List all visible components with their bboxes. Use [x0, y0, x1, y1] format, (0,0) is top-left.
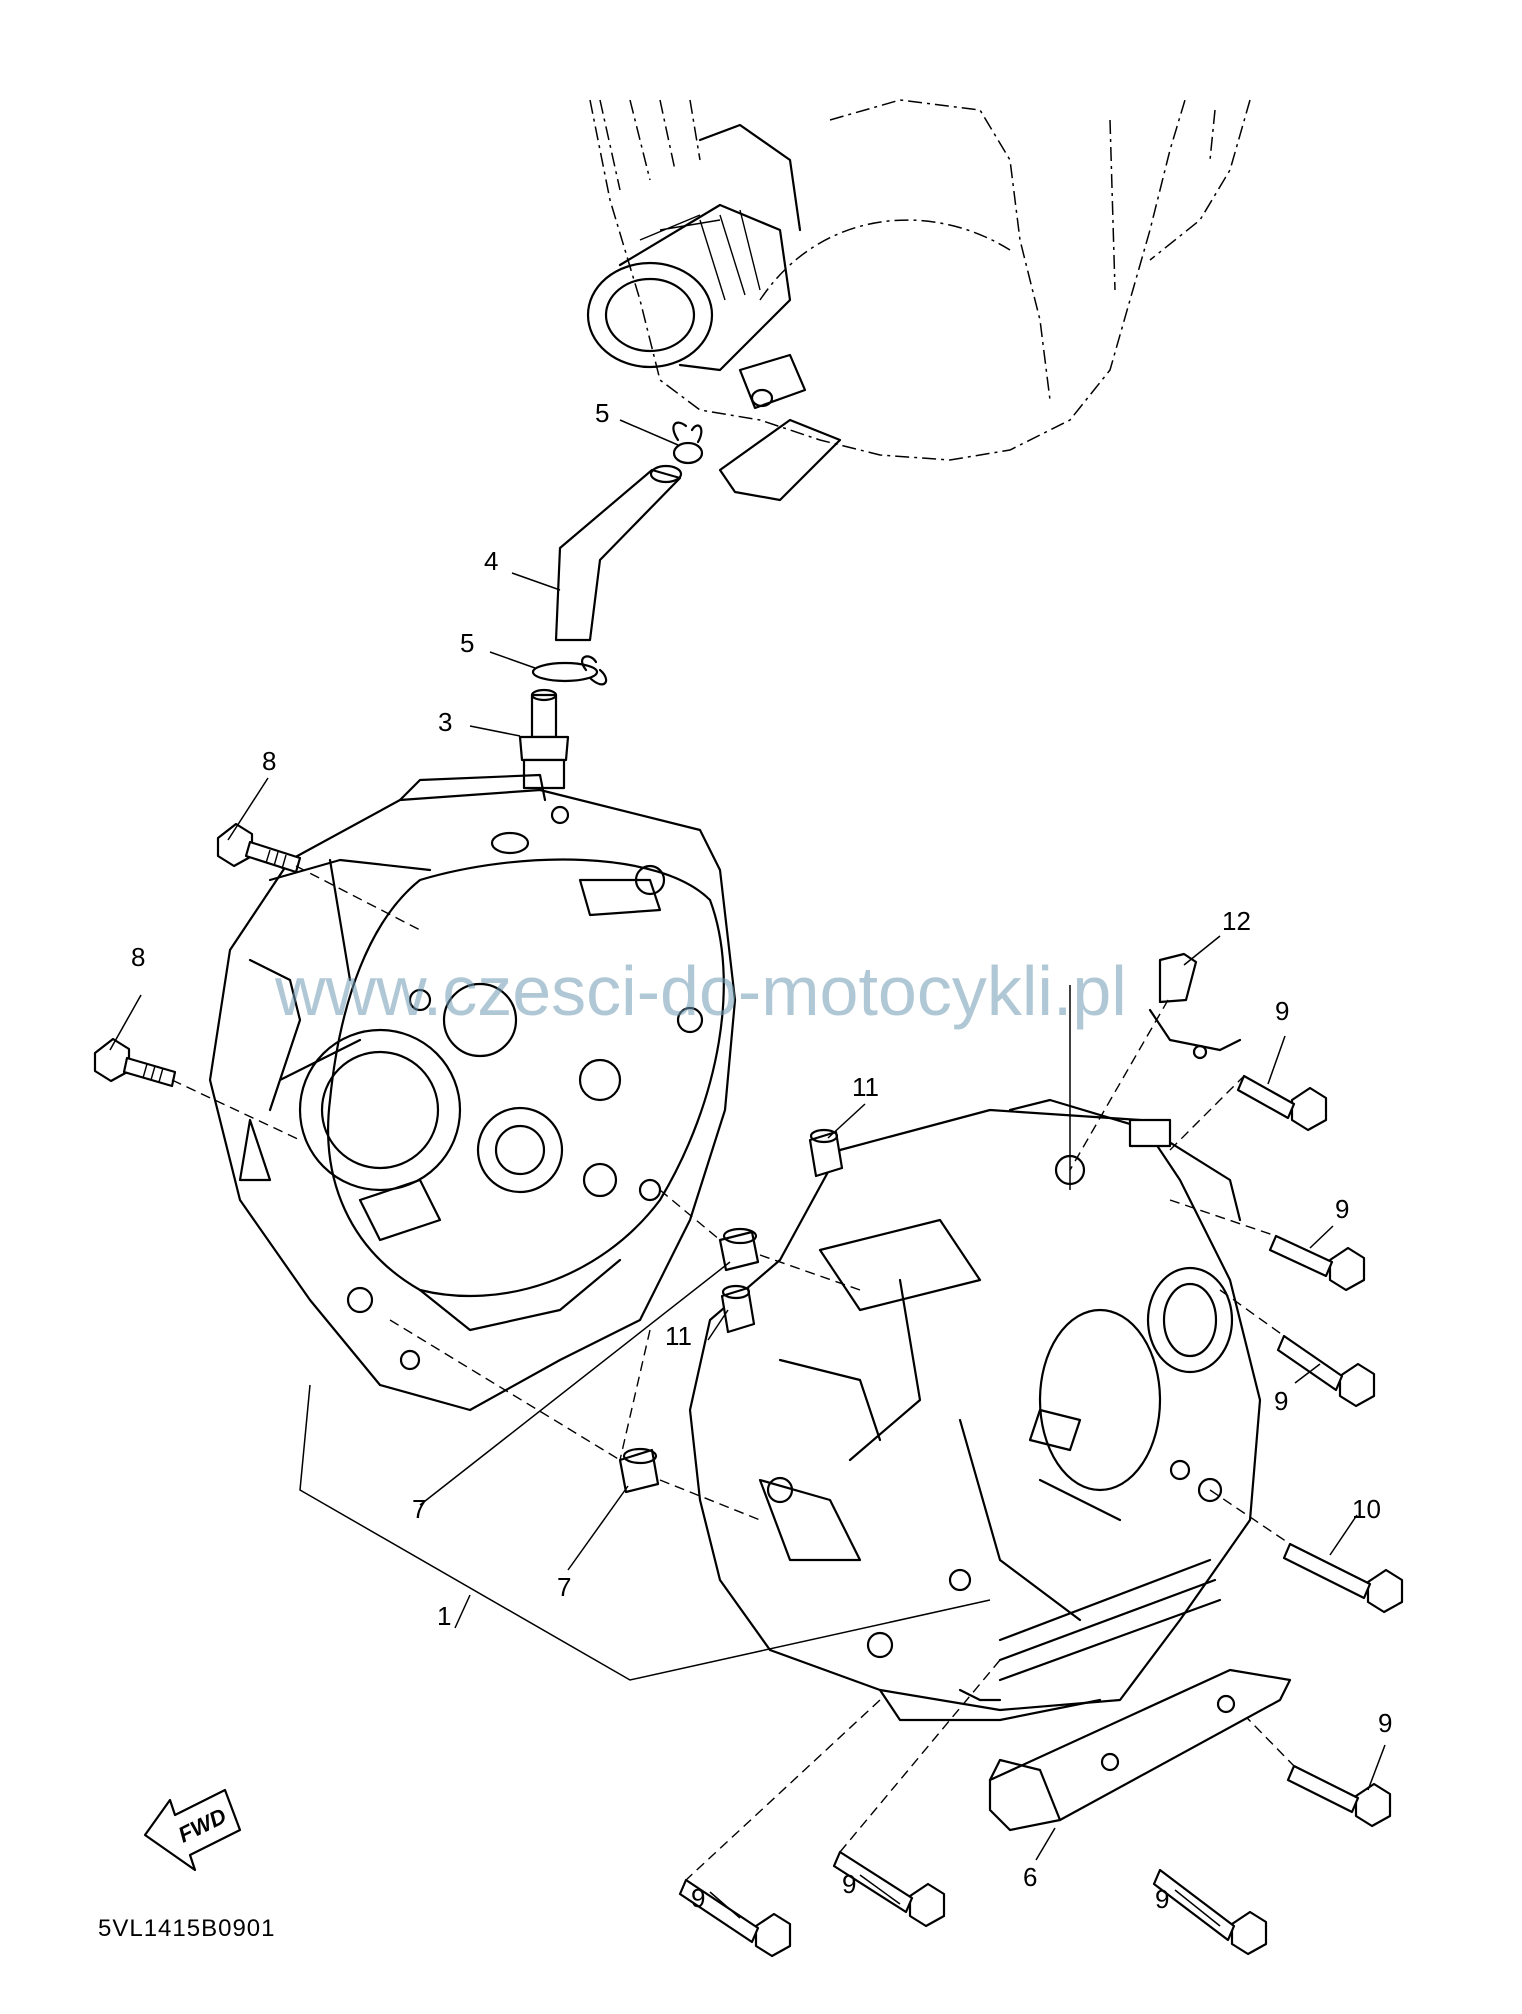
callout-1: 1 — [437, 1601, 451, 1631]
part-12-clip — [1148, 952, 1242, 1060]
part-9-bolt-c — [1276, 1334, 1376, 1408]
intake-boot — [586, 123, 842, 502]
callout-4: 4 — [484, 546, 498, 576]
callout-12: 12 — [1222, 906, 1251, 936]
engine-outline-ghost — [589, 99, 1251, 461]
callout-5: 5 — [595, 398, 609, 428]
part-11-collar-lower — [720, 1284, 756, 1334]
part-9-bolt-a — [1236, 1074, 1328, 1132]
part-9-bolt-d — [1286, 1764, 1392, 1828]
callout-8: 8 — [131, 942, 145, 972]
part-7-dowel-upper — [718, 1227, 760, 1272]
crankcase-left-half — [208, 773, 737, 1412]
callout-3: 3 — [438, 707, 452, 737]
callout-9: 9 — [1274, 1386, 1288, 1416]
crankcase-right-half — [688, 1098, 1262, 1722]
part-9-bolt-f — [832, 1850, 946, 1928]
callout-8: 8 — [262, 746, 276, 776]
part-11-collar-upper — [808, 1128, 844, 1178]
fwd-arrow-icon: FWD — [143, 1788, 242, 1872]
part-8-bolt-upper — [216, 822, 302, 874]
callout-6: 6 — [1023, 1862, 1037, 1892]
callout-5: 5 — [460, 628, 474, 658]
callout-labels: 5 4 5 3 8 8 12 9 11 9 11 9 7 10 7 1 9 9 … — [131, 398, 1392, 1914]
callout-7: 7 — [557, 1572, 571, 1602]
callout-9: 9 — [842, 1869, 856, 1899]
drawing-code: 5VL1415B0901 — [98, 1915, 276, 1942]
callout-9: 9 — [1155, 1884, 1169, 1914]
part-6-bracket — [988, 1668, 1292, 1832]
watermark-text: www.czesci-do-motocykli.pl — [274, 952, 1127, 1030]
part-10-bolt — [1282, 1542, 1404, 1614]
part-5-hose-clip-upper — [672, 421, 704, 465]
callout-7: 7 — [412, 1494, 426, 1524]
callout-9: 9 — [1275, 996, 1289, 1026]
part-8-bolt-lower — [93, 1037, 177, 1088]
callout-11: 11 — [852, 1072, 879, 1102]
part-7-dowel-lower — [618, 1447, 660, 1494]
part-4-hose — [554, 464, 683, 642]
part-9-bolt-g — [1152, 1868, 1268, 1956]
part-3-pipe-fitting — [518, 688, 570, 790]
callout-9: 9 — [1335, 1194, 1349, 1224]
part-5-hose-clip-lower — [531, 655, 608, 686]
leader-lines — [109, 419, 1386, 1927]
callout-10: 10 — [1352, 1494, 1381, 1524]
callout-9: 9 — [691, 1883, 705, 1913]
part-9-bolt-b — [1268, 1234, 1366, 1292]
callout-11: 11 — [665, 1321, 692, 1351]
callout-9: 9 — [1378, 1708, 1392, 1738]
